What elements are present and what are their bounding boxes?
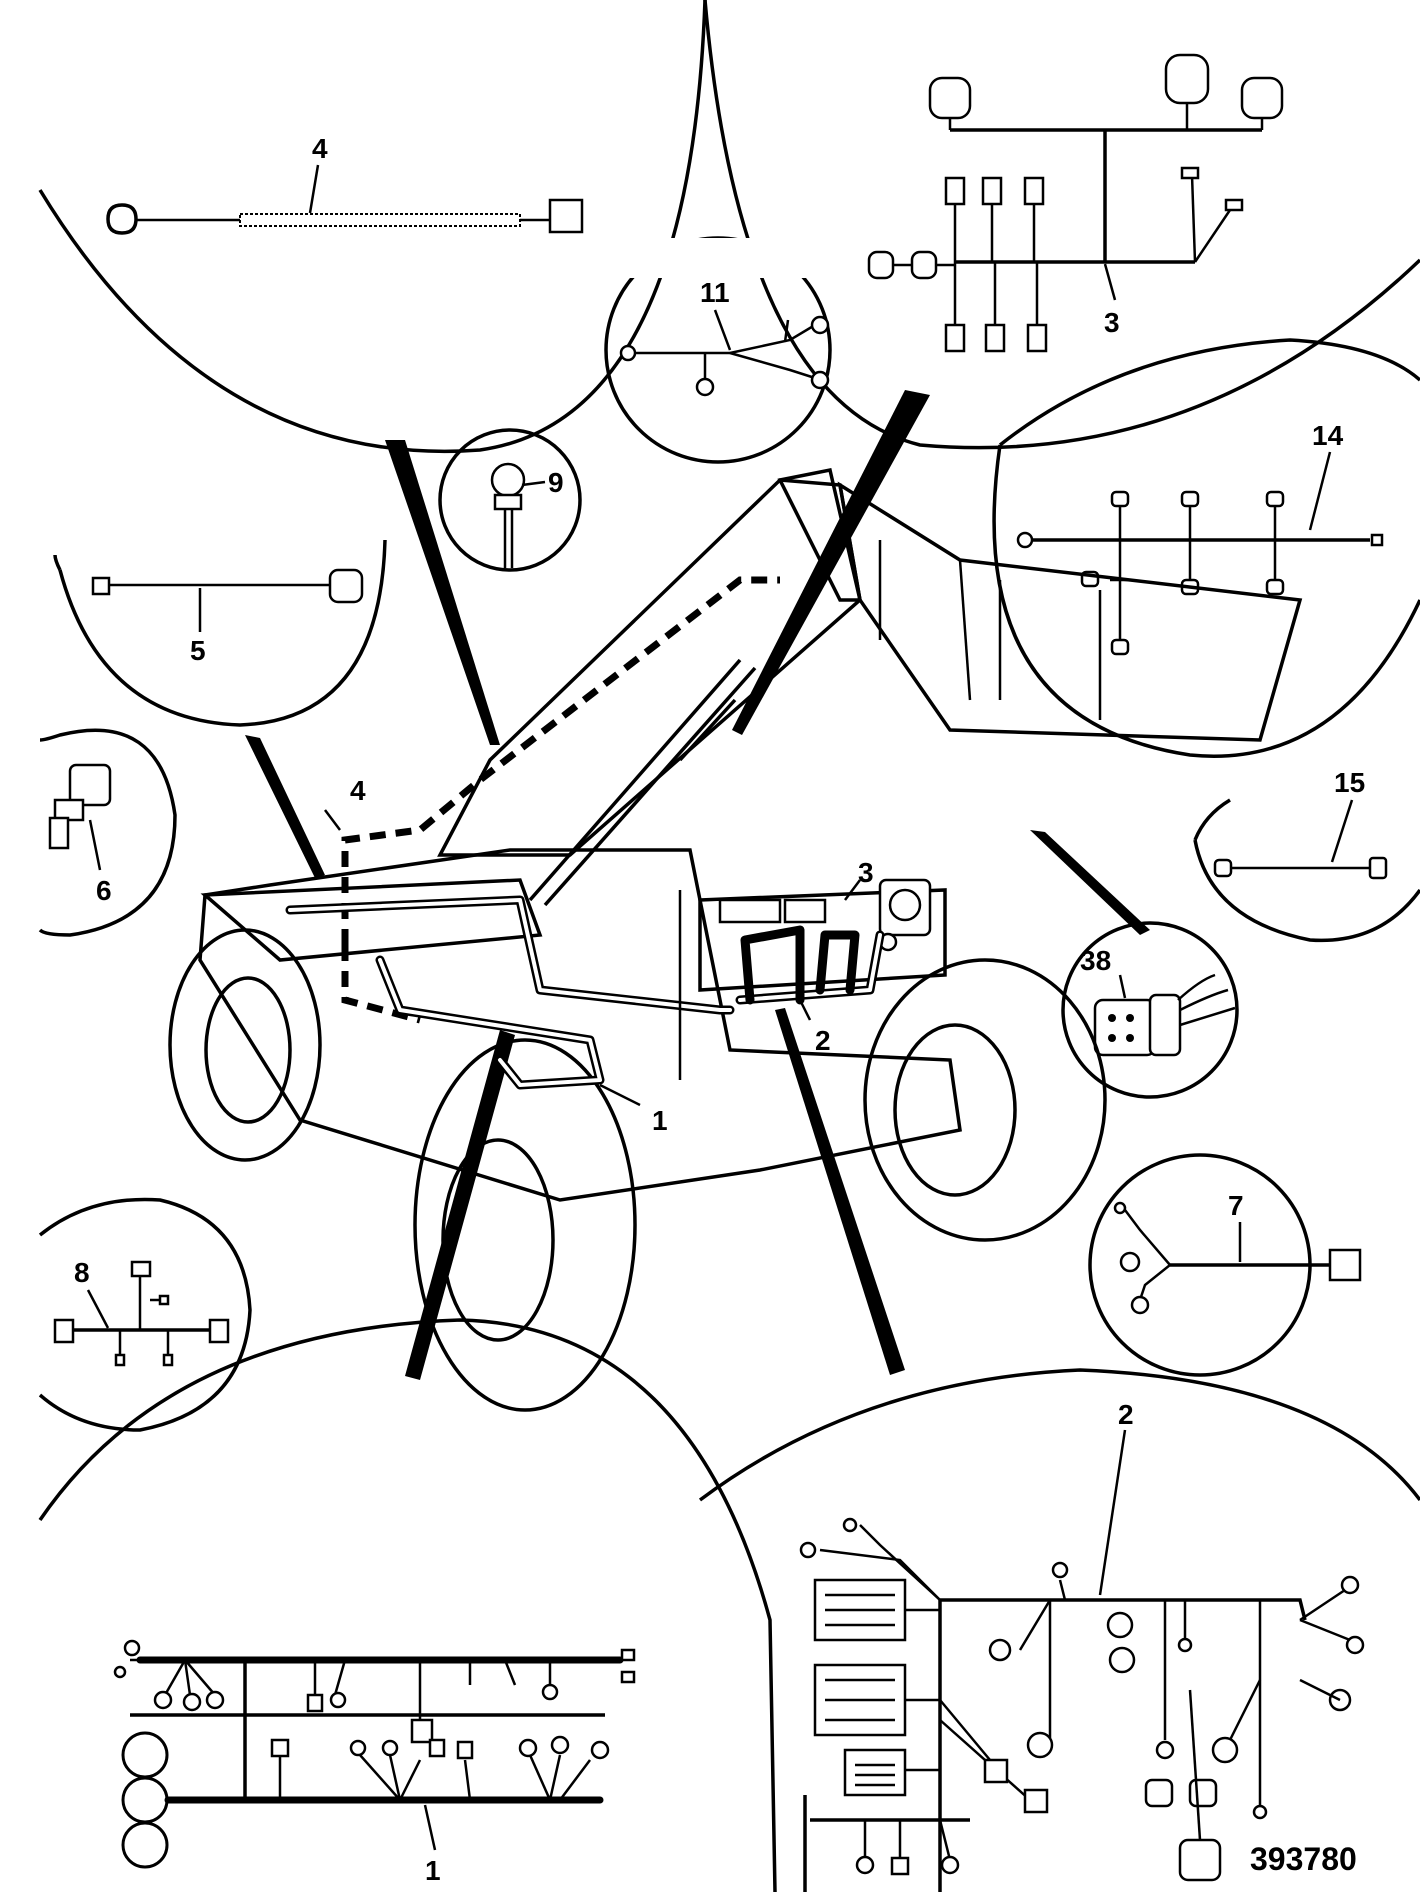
callout-3-top: 3: [1104, 307, 1120, 338]
detail-circle-harness-11: 11: [600, 236, 836, 464]
detail-circle-part-9: 9: [438, 428, 582, 572]
callout-1-machine: 1: [652, 1105, 668, 1136]
detail-circle-sensor-6: 6: [38, 728, 177, 937]
detail-circle-harness-8: 8: [38, 1197, 252, 1432]
detail-circle-harness-15: 15: [1193, 767, 1420, 943]
callout-14: 14: [1312, 420, 1344, 451]
fuse-box-1: [813, 1578, 907, 1642]
dumper-machine: [168, 467, 1303, 1412]
fuse-box-2: [813, 1663, 907, 1737]
detail-circle-harness-5: 5: [53, 539, 387, 727]
callout-38: 38: [1080, 945, 1111, 976]
detail-circle-connector-38: 38: [1061, 921, 1239, 1099]
detail-circle-harness-14: 14: [992, 338, 1420, 758]
callout-8: 8: [74, 1257, 90, 1288]
callout-7: 7: [1228, 1190, 1244, 1221]
pointer-wedges: [245, 390, 1150, 1380]
callout-4-top: 4: [312, 133, 328, 164]
callout-11: 11: [700, 277, 730, 308]
detail-circle-harness-1: 1: [38, 1318, 777, 1892]
callout-1-bottom: 1: [425, 1855, 441, 1886]
detail-circle-harness-4: 4: [38, 0, 707, 453]
callout-6: 6: [96, 875, 112, 906]
callout-2-bottom: 2: [1118, 1399, 1134, 1430]
reference-number: 393780: [1250, 1841, 1357, 1877]
relay-block: [843, 1748, 907, 1797]
callout-5: 5: [190, 635, 206, 666]
callout-15: 15: [1334, 767, 1365, 798]
callout-3-machine: 3: [858, 857, 874, 888]
detail-circle-harness-2: 2: [698, 1368, 1420, 1892]
callout-4-machine: 4: [350, 775, 366, 806]
callout-9: 9: [548, 467, 564, 498]
detail-circle-harness-3: 3: [703, 0, 1420, 450]
detail-circle-harness-7: 7: [1088, 1153, 1362, 1377]
callout-2-machine: 2: [815, 1025, 831, 1056]
machine-harness-routing: 2 3 4 1: [285, 576, 885, 1136]
